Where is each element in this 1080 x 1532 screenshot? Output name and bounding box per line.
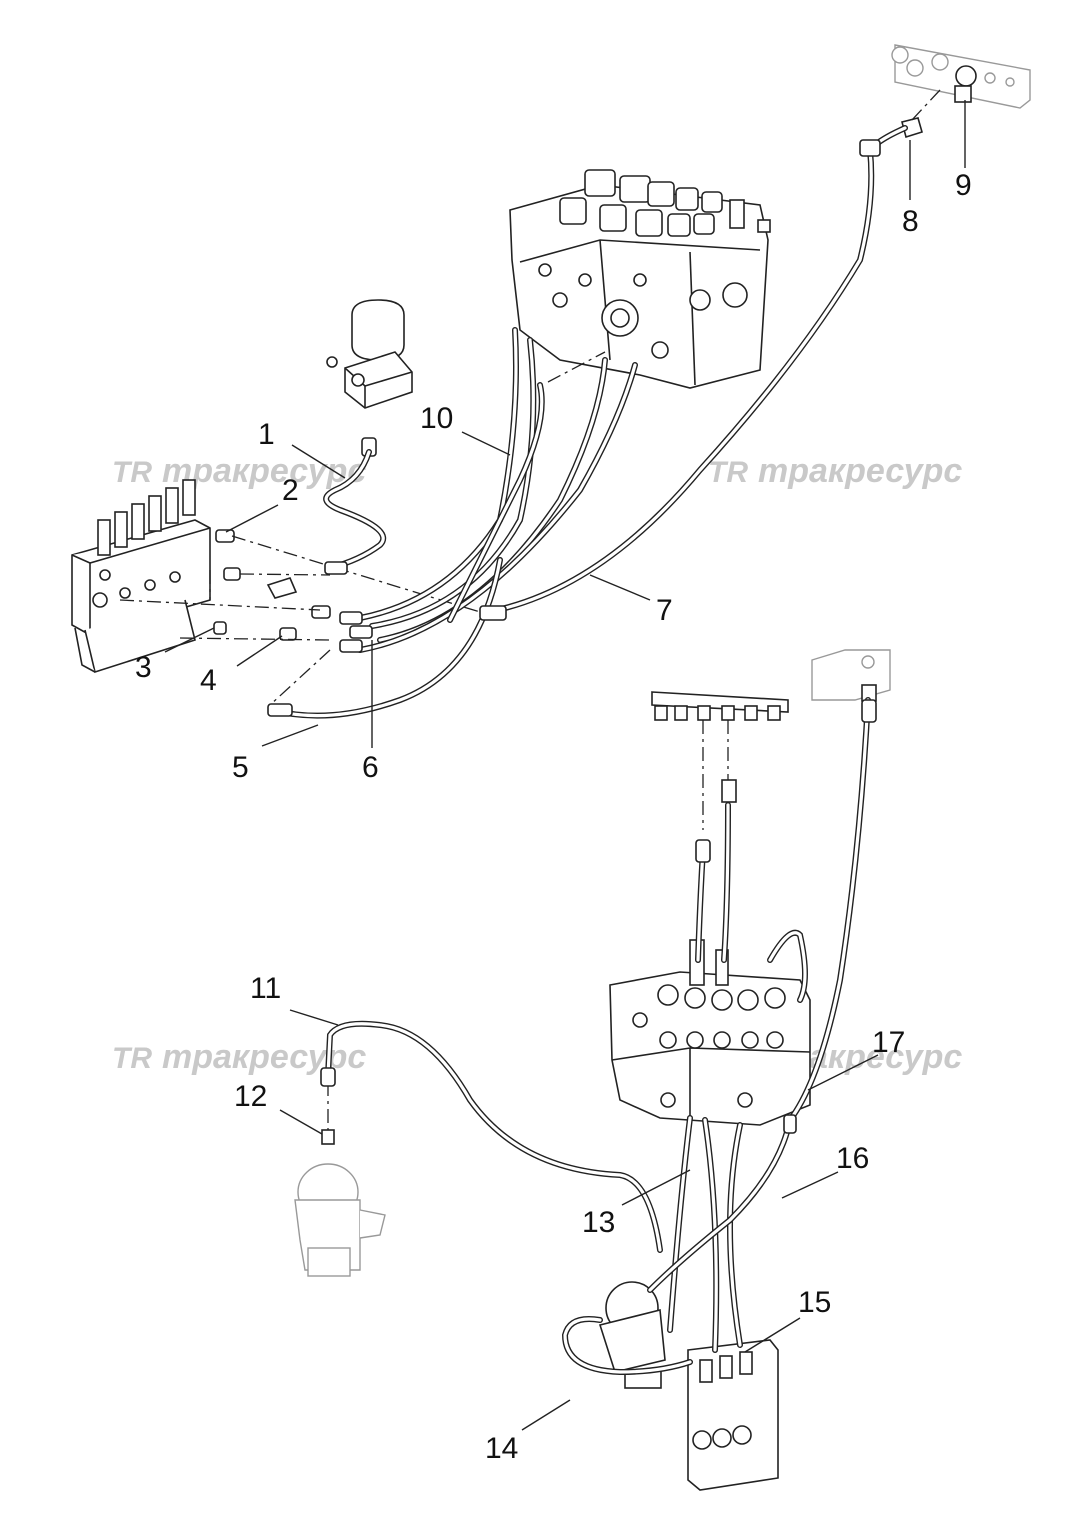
left-valve-block [71,479,211,674]
main-control-valve [509,169,771,389]
assembly-lines-top [119,89,941,706]
callout-6: 6 [362,751,379,784]
watermark-logo: TR [112,1042,152,1075]
watermark-text: тракресурс [162,452,366,490]
assembly-lines-middle [702,720,729,830]
watermark-logo: TR [708,456,748,489]
watermark-text: тракресурс [758,452,962,490]
callout-4: 4 [200,664,217,697]
accumulator-top [326,299,413,457]
callout-3: 3 [135,651,152,684]
callout-15: 15 [798,1286,831,1319]
callout-16: 16 [836,1142,869,1175]
callout-2: 2 [282,474,299,507]
callout-11: 11 [250,972,281,1005]
callout-9: 9 [955,169,972,202]
callout-8: 8 [902,205,919,238]
watermark-1: TR тракресурс [112,452,366,490]
top-right-manifold [891,44,1031,139]
callout-1: 1 [258,418,275,451]
swing-motor-ghost [294,1129,386,1277]
fitting-mid [721,779,737,803]
lower-control-valve [609,939,811,1126]
callout-numbers: 1 2 3 4 5 6 7 8 9 10 11 12 13 14 15 16 1… [135,169,972,1465]
callout-7: 7 [656,594,673,627]
accumulator-bottom [598,1281,666,1389]
callout-10: 10 [420,402,453,435]
fittings-left [213,529,331,641]
pilot-bracket-right [811,649,891,702]
watermark-2: TR тракресурс [708,452,962,490]
lower-valve-block [687,1339,779,1491]
hose-fittings-top [267,139,881,717]
callout-13: 13 [582,1206,615,1239]
callout-17: 17 [872,1026,905,1059]
hose-fittings-bottom [320,699,877,1134]
hoses-top [269,125,908,719]
leader-lines [164,100,966,1431]
callout-12: 12 [234,1080,267,1113]
callout-14: 14 [485,1432,518,1465]
callout-5: 5 [232,751,249,784]
pilot-manifold-middle [651,691,789,721]
watermark-logo: TR [112,456,152,489]
